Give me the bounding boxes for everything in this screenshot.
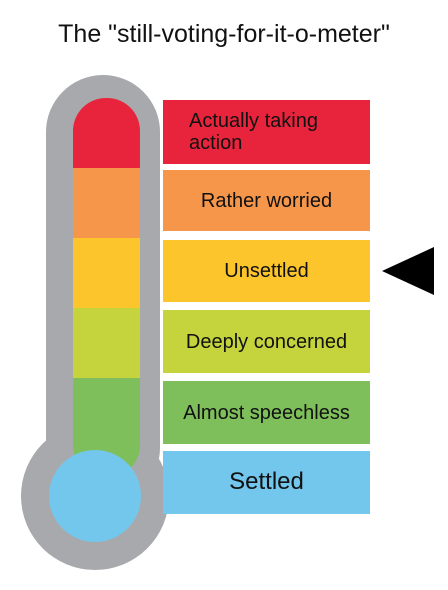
level-label: Actually taking action xyxy=(189,110,318,154)
thermometer-bulb xyxy=(49,450,141,542)
level-band-rather-worried: Rather worried xyxy=(163,170,370,231)
page-title: The "still-voting-for-it-o-meter" xyxy=(58,20,390,48)
level-band-deeply-concerned: Deeply concerned xyxy=(163,310,370,373)
level-label: Almost speechless xyxy=(183,401,350,424)
level-label: Deeply concerned xyxy=(185,330,348,353)
level-label: Unsettled xyxy=(224,260,309,282)
tube-segment-action xyxy=(73,98,140,168)
level-label: Rather worried xyxy=(200,189,333,212)
tube-segment-unsettled xyxy=(73,238,140,308)
tube-segment-concerned xyxy=(73,308,140,378)
level-band-unsettled: Unsettled xyxy=(163,240,370,302)
level-band-almost-speechless: Almost speechless xyxy=(163,381,370,444)
level-label: Settled xyxy=(229,468,304,496)
level-band-actually-taking-action: Actually taking action xyxy=(163,100,370,164)
tube-segment-worried xyxy=(73,168,140,238)
level-band-settled: Settled xyxy=(163,451,370,514)
left-triangle-pointer-icon xyxy=(382,247,434,295)
thermometer-color-tube xyxy=(73,98,140,478)
